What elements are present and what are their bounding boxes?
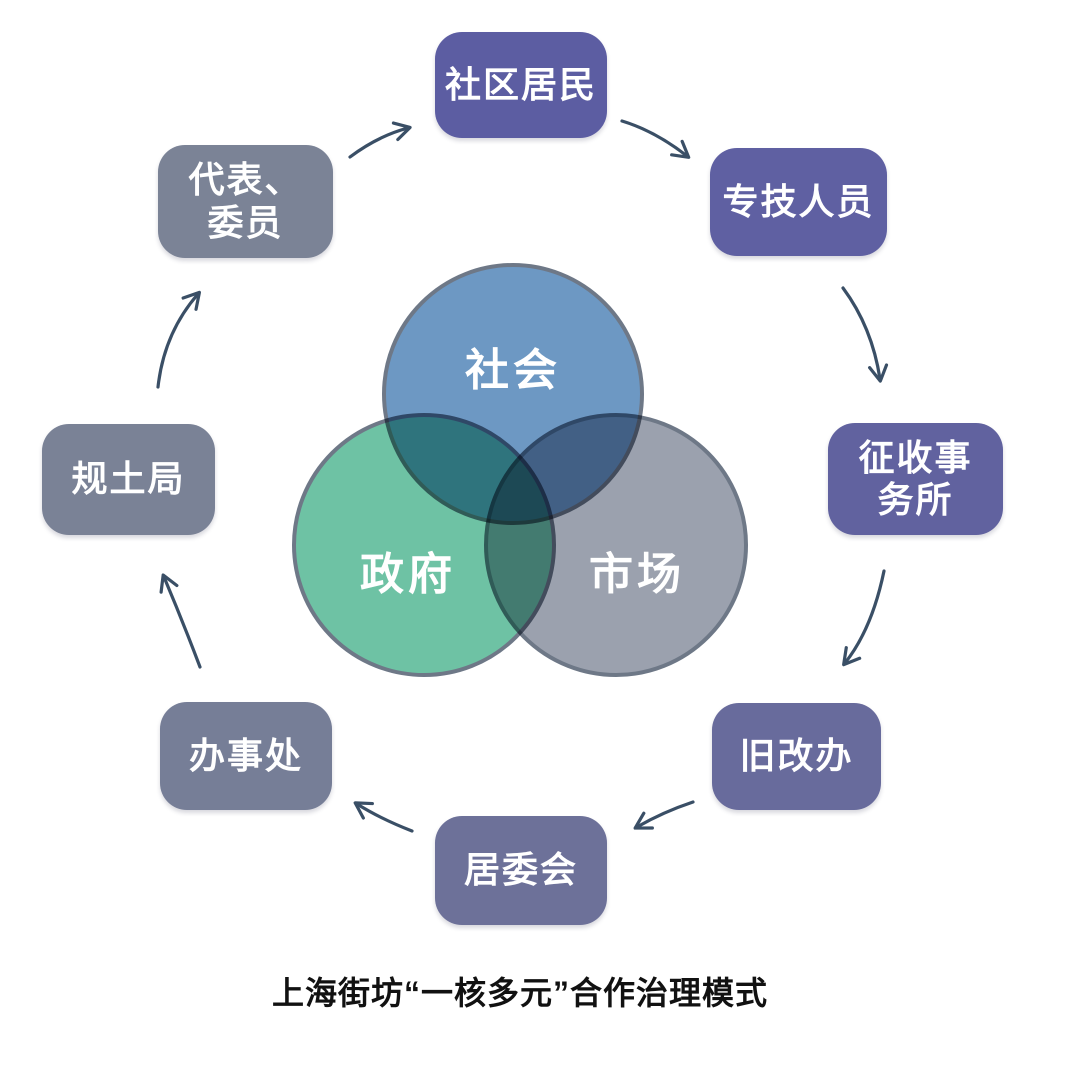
venn-label-market: 市场: [589, 550, 685, 599]
node-planning-land-bureau: 规土局: [42, 424, 215, 535]
arrow-planning-to-deputies: [156, 290, 202, 389]
node-label-line2: 务所: [877, 479, 954, 520]
node-label: 专技人员: [722, 180, 875, 222]
node-label: 居委会: [463, 849, 578, 891]
node-renewal-office: 旧改办: [712, 703, 881, 810]
arrow-committee-to-subdistrict: [353, 801, 414, 833]
node-expropriation-office: 征收事 务所: [828, 423, 1003, 535]
node-label: 旧改办: [739, 735, 854, 777]
arrow-expropriation-to-renewal: [842, 569, 886, 667]
diagram-caption: 上海街坊“一核多元”合作治理模式: [271, 975, 768, 1011]
node-professional-staff: 专技人员: [710, 148, 887, 256]
venn-label-society: 社会: [465, 346, 561, 395]
venn-circle-market: [484, 413, 748, 677]
arrow-deputies-to-community: [348, 121, 412, 159]
node-label: 规土局: [71, 458, 186, 500]
node-label-line2: 委员: [207, 201, 284, 243]
node-subdistrict-office: 办事处: [160, 702, 332, 810]
node-residents-committee: 居委会: [435, 816, 607, 925]
arrow-professional-to-expropriation: [841, 286, 889, 383]
node-community-residents: 社区居民: [435, 32, 607, 138]
node-deputies-members: 代表、 委员: [158, 145, 333, 258]
arrow-community-to-professional: [620, 119, 691, 159]
node-label: 社区居民: [444, 63, 597, 105]
node-label-line1: 代表、: [188, 159, 303, 201]
arrow-renewal-to-committee: [633, 800, 695, 830]
node-label: 办事处: [188, 734, 303, 776]
node-label-line1: 征收事: [858, 436, 973, 478]
arrow-subdistrict-to-planning: [159, 573, 202, 669]
venn-label-government: 政府: [360, 550, 456, 599]
